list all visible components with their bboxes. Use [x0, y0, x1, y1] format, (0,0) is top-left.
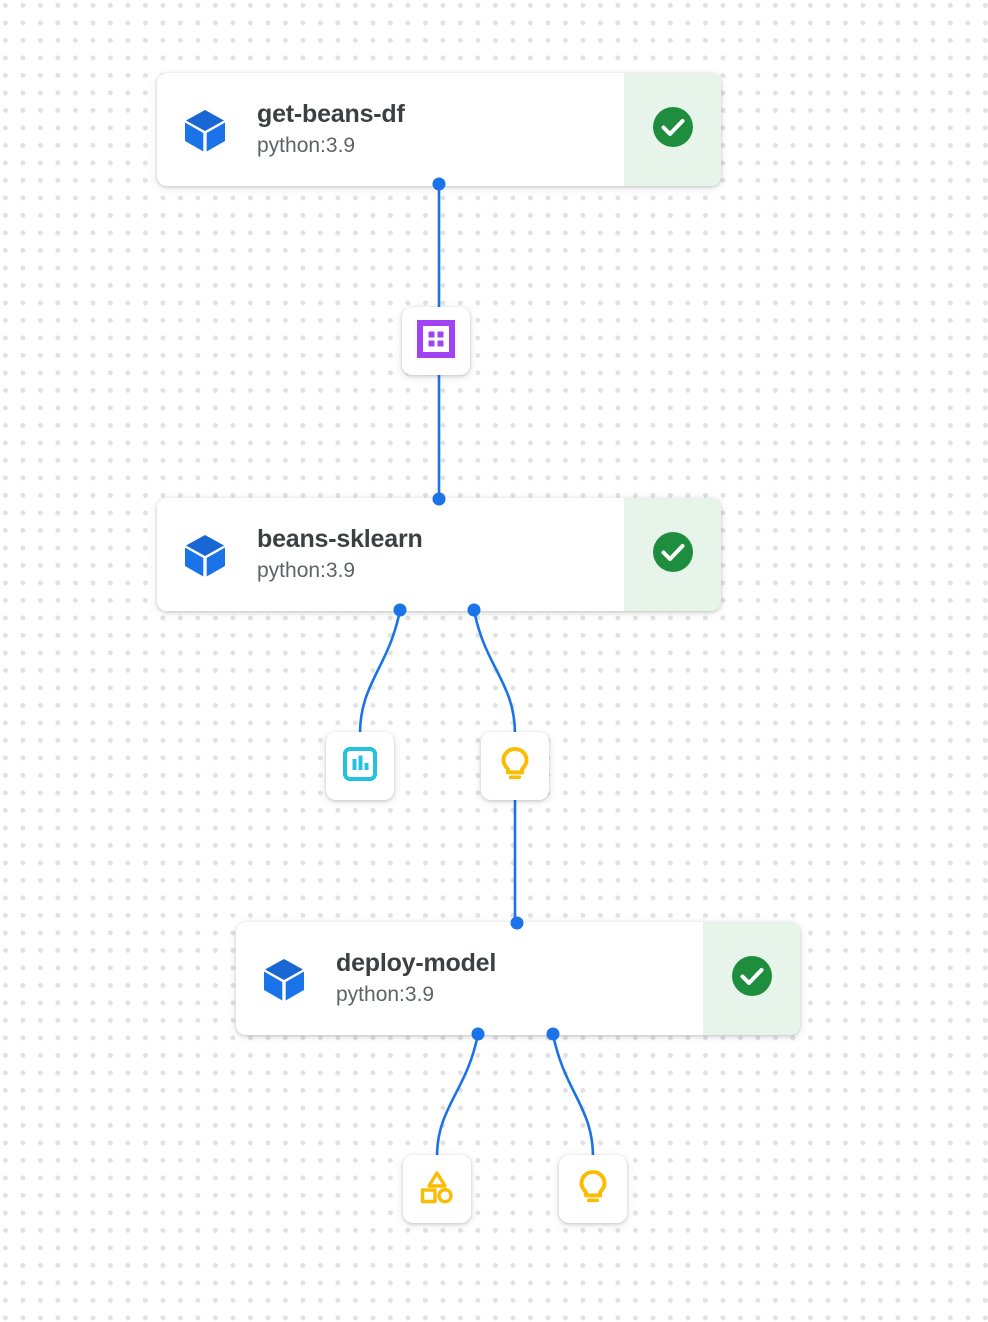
status-badge-success[interactable]	[624, 73, 721, 186]
task-node-body[interactable]: deploy-model python:3.9	[236, 922, 703, 1035]
port-deploy-model-out-left[interactable]	[471, 1027, 485, 1041]
port-beans-sklearn-in[interactable]	[432, 492, 446, 506]
port-beans-sklearn-out-right[interactable]	[467, 603, 481, 617]
task-node-subtitle: python:3.9	[257, 133, 356, 157]
bar-chart-icon	[341, 745, 379, 788]
task-node-beans-sklearn[interactable]: beans-sklearn python:3.9	[157, 498, 721, 611]
edge-deploy-model-to-shapes	[435, 1032, 480, 1159]
task-node-title: deploy-model	[336, 948, 497, 977]
edge-deploy-model-to-endpoint	[551, 1032, 595, 1159]
task-node-deploy-model[interactable]: deploy-model python:3.9	[236, 922, 800, 1035]
status-badge-success[interactable]	[624, 498, 721, 611]
check-circle-icon	[651, 105, 695, 154]
port-deploy-model-in[interactable]	[510, 916, 524, 930]
task-node-body[interactable]: beans-sklearn python:3.9	[157, 498, 624, 611]
edge-beans-sklearn-to-metrics	[358, 608, 402, 736]
edge-beans-sklearn-to-model	[472, 608, 517, 736]
artifact-node-model-sklearn[interactable]	[481, 732, 549, 800]
status-badge-success[interactable]	[703, 922, 800, 1035]
port-get-beans-df-out[interactable]	[432, 177, 446, 191]
check-circle-icon	[651, 530, 695, 579]
cube-icon	[179, 104, 231, 156]
shapes-icon	[418, 1168, 456, 1211]
task-node-text: beans-sklearn python:3.9	[257, 524, 423, 586]
lightbulb-icon	[574, 1168, 612, 1211]
port-deploy-model-out-right[interactable]	[546, 1027, 560, 1041]
lightbulb-icon	[496, 745, 534, 788]
artifact-node-metrics[interactable]	[326, 732, 394, 800]
artifact-node-endpoint[interactable]	[559, 1155, 627, 1223]
task-node-text: get-beans-df python:3.9	[257, 99, 405, 161]
dataset-icon	[417, 319, 455, 363]
task-node-body[interactable]: get-beans-df python:3.9	[157, 73, 624, 186]
task-node-subtitle: python:3.9	[336, 982, 435, 1006]
task-node-get-beans-df[interactable]: get-beans-df python:3.9	[157, 73, 721, 186]
artifact-node-shapes[interactable]	[403, 1155, 471, 1223]
task-node-subtitle: python:3.9	[257, 558, 356, 582]
task-node-title: get-beans-df	[257, 99, 405, 128]
check-circle-icon	[730, 954, 774, 1003]
task-node-title: beans-sklearn	[257, 524, 423, 553]
artifact-node-dataset[interactable]	[402, 307, 470, 375]
port-beans-sklearn-out-left[interactable]	[393, 603, 407, 617]
cube-icon	[179, 529, 231, 581]
cube-icon	[258, 953, 310, 1005]
task-node-text: deploy-model python:3.9	[336, 948, 496, 1010]
